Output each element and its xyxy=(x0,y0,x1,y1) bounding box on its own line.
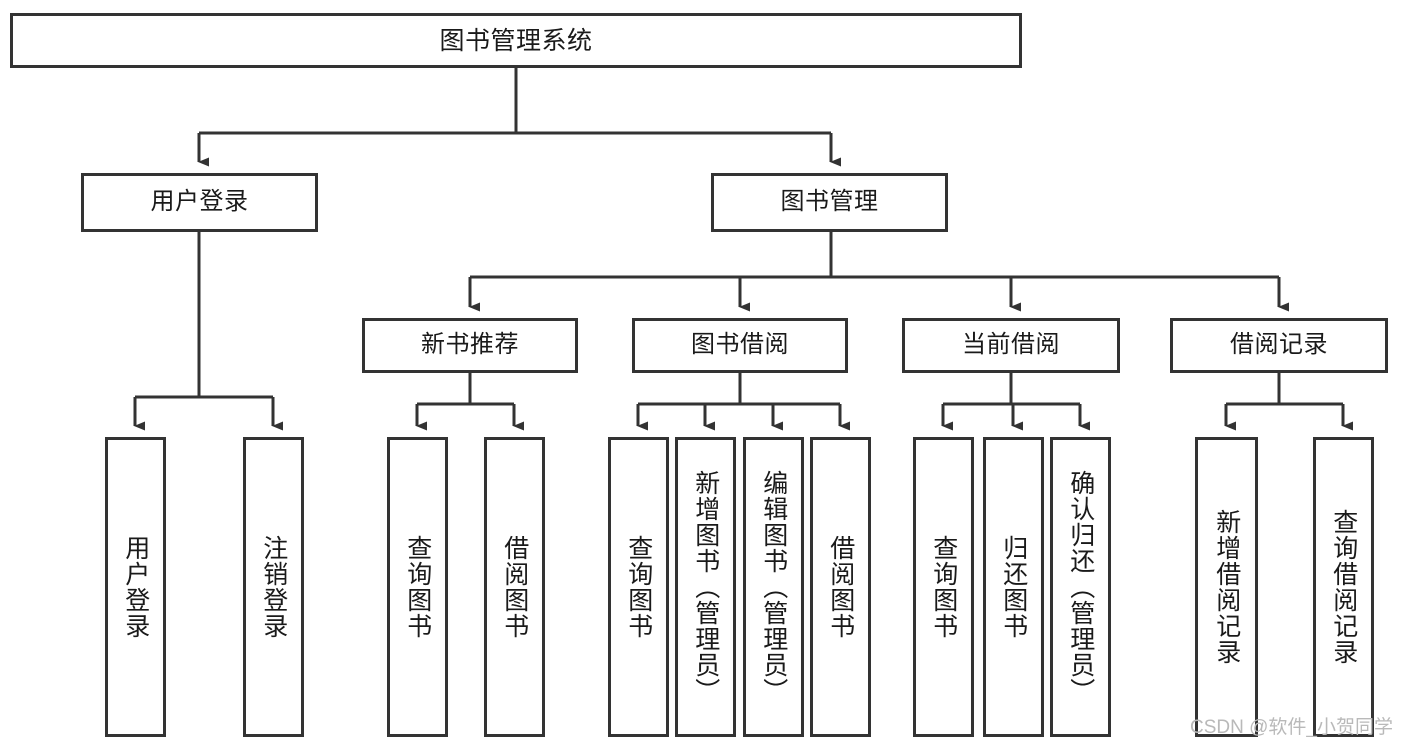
node-new-book-recommend[interactable]: 新书推荐 xyxy=(362,318,578,373)
node-label: 查询借阅记录 xyxy=(1329,509,1358,665)
node-label: 借阅图书 xyxy=(500,535,529,639)
node-label: 新增图书（管理员） xyxy=(691,470,720,704)
leaf-add-borrow-record[interactable]: 新增借阅记录 xyxy=(1195,437,1258,737)
node-book-management[interactable]: 图书管理 xyxy=(711,173,948,232)
node-label: 图书管理系统 xyxy=(439,26,593,55)
node-label: 编辑图书（管理员） xyxy=(759,470,788,704)
watermark: CSDN @软件_小贺同学 xyxy=(1190,717,1393,738)
leaf-query-borrow-record[interactable]: 查询借阅记录 xyxy=(1313,437,1374,737)
node-current-borrow[interactable]: 当前借阅 xyxy=(902,318,1120,373)
node-label: 归还图书 xyxy=(999,535,1028,639)
node-label: 当前借阅 xyxy=(962,331,1060,359)
leaf-query-book-recommend[interactable]: 查询图书 xyxy=(387,437,448,737)
leaf-borrow-book-recommend[interactable]: 借阅图书 xyxy=(484,437,545,737)
node-user-login[interactable]: 用户登录 xyxy=(81,173,318,232)
node-label: 图书借阅 xyxy=(691,331,789,359)
leaf-add-book-admin[interactable]: 新增图书（管理员） xyxy=(675,437,736,737)
node-label: 新增借阅记录 xyxy=(1212,509,1241,665)
node-label: 用户登录 xyxy=(121,535,150,639)
leaf-edit-book-admin[interactable]: 编辑图书（管理员） xyxy=(743,437,804,737)
leaf-confirm-return-admin[interactable]: 确认归还（管理员） xyxy=(1050,437,1111,737)
node-label: 图书管理 xyxy=(780,188,879,216)
node-label: 注销登录 xyxy=(259,535,288,639)
node-label: 新书推荐 xyxy=(421,331,519,359)
node-root-system[interactable]: 图书管理系统 xyxy=(10,13,1022,68)
leaf-user-login[interactable]: 用户登录 xyxy=(105,437,166,737)
node-label: 确认归还（管理员） xyxy=(1066,470,1095,704)
leaf-query-book-current[interactable]: 查询图书 xyxy=(913,437,974,737)
node-label: 查询图书 xyxy=(403,535,432,639)
node-borrow-records[interactable]: 借阅记录 xyxy=(1170,318,1388,373)
node-label: 用户登录 xyxy=(150,188,249,216)
node-label: 借阅图书 xyxy=(826,535,855,639)
node-label: 查询图书 xyxy=(929,535,958,639)
node-book-borrow[interactable]: 图书借阅 xyxy=(632,318,848,373)
leaf-query-book-borrow[interactable]: 查询图书 xyxy=(608,437,669,737)
leaf-borrow-book[interactable]: 借阅图书 xyxy=(810,437,871,737)
leaf-return-book[interactable]: 归还图书 xyxy=(983,437,1044,737)
node-label: 借阅记录 xyxy=(1230,331,1328,359)
leaf-logout[interactable]: 注销登录 xyxy=(243,437,304,737)
node-label: 查询图书 xyxy=(624,535,653,639)
